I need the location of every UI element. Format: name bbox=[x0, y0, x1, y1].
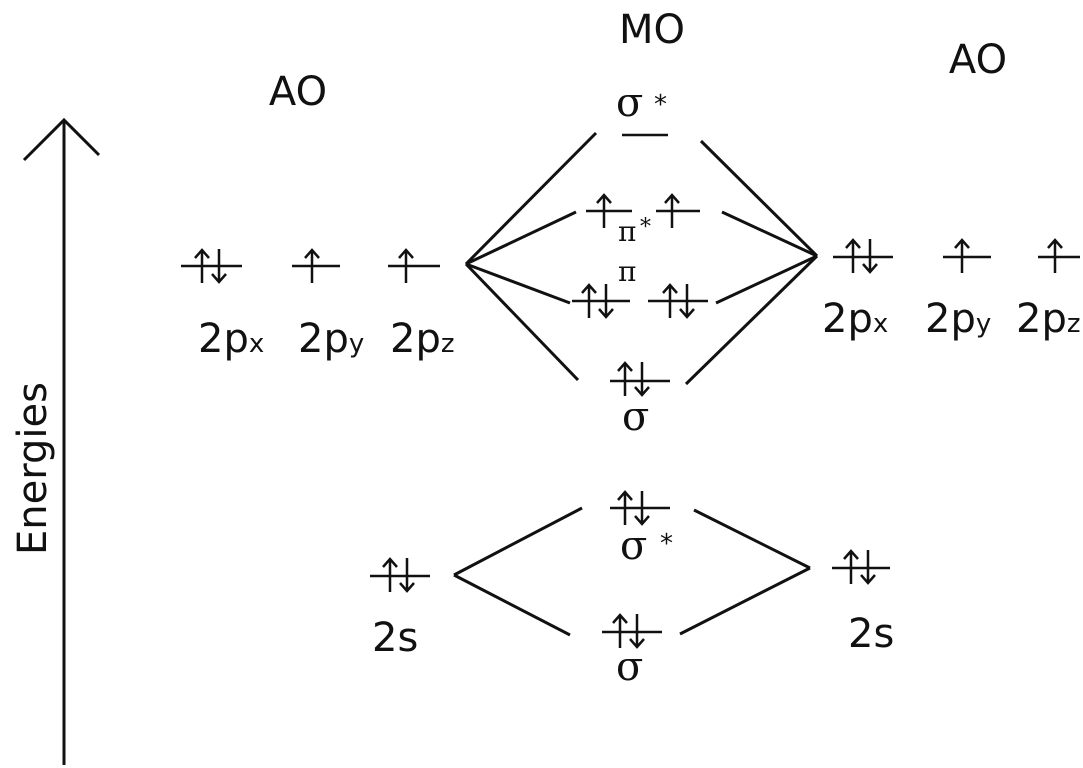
right-2pz-level bbox=[1038, 238, 1080, 273]
up-electron-icon bbox=[398, 248, 414, 283]
mo-sigma-2p: σ bbox=[610, 361, 670, 440]
left-2pz-level bbox=[388, 248, 440, 283]
sigma-star-2p-symbol: σ bbox=[616, 80, 643, 126]
line-left-to-sigma-star-2p bbox=[464, 131, 598, 266]
pi-2p-symbol: π bbox=[618, 255, 636, 288]
paired-electrons-icon bbox=[845, 238, 878, 274]
paired-electrons-icon bbox=[843, 549, 876, 585]
right-2py-label: 2py bbox=[925, 296, 991, 342]
paired-electrons-icon bbox=[662, 283, 695, 319]
sigma-2p-symbol: σ bbox=[622, 394, 649, 440]
left-2p-orbitals: 2px 2py 2pz bbox=[181, 248, 455, 362]
paired-electrons-icon bbox=[617, 490, 650, 526]
left-2px-level bbox=[181, 248, 242, 284]
mo-sigma-star-2s: σ * bbox=[610, 490, 673, 569]
left-2pz-label: 2pz bbox=[390, 316, 455, 362]
up-electron-icon bbox=[1047, 238, 1063, 273]
sigma-star-2p-star: * bbox=[654, 90, 667, 120]
mo-sigma-2s: σ bbox=[602, 613, 662, 690]
pi-star-2p-star: * bbox=[640, 215, 651, 240]
line-left-to-pi-star-2p bbox=[465, 210, 577, 266]
right-2px-level bbox=[833, 238, 893, 274]
mo-sigma-star-2p: σ * bbox=[616, 80, 668, 137]
mo-levels: σ * π * π bbox=[572, 80, 708, 690]
left-2s-orbital: 2s bbox=[370, 557, 430, 661]
line-left-to-sigma-star-2s bbox=[453, 506, 583, 577]
right-2px-label: 2px bbox=[822, 296, 888, 342]
paired-electrons-icon bbox=[617, 361, 650, 397]
right-2py-level bbox=[943, 238, 991, 273]
left-2px-label: 2px bbox=[198, 316, 264, 362]
sigma-star-2s-symbol: σ bbox=[620, 523, 647, 569]
paired-electrons-icon bbox=[382, 557, 415, 593]
correlation-lines bbox=[453, 131, 819, 637]
line-right-to-sigma-star-2p bbox=[699, 139, 819, 258]
mo-header: MO bbox=[619, 7, 685, 53]
right-2pz-label: 2pz bbox=[1016, 296, 1081, 342]
up-electron-icon bbox=[954, 238, 970, 273]
left-2py-label: 2py bbox=[298, 316, 364, 362]
up-electron-icon bbox=[664, 193, 680, 228]
sigma-star-2s-star: * bbox=[660, 529, 673, 559]
ao-right-header: AO bbox=[949, 37, 1007, 83]
paired-electrons-icon bbox=[581, 283, 614, 319]
ao-left-header: AO bbox=[269, 69, 327, 115]
sigma-2s-symbol: σ bbox=[616, 644, 643, 690]
line-left-to-sigma-2s bbox=[453, 573, 571, 637]
line-right-to-pi-2p bbox=[715, 254, 818, 305]
right-2s-orbital: 2s bbox=[832, 549, 894, 657]
line-left-to-sigma-2p bbox=[464, 262, 580, 382]
left-2py-level bbox=[292, 248, 340, 283]
energy-axis-label: Energies bbox=[10, 382, 56, 555]
line-right-to-sigma-2s bbox=[679, 566, 811, 636]
right-2s-label: 2s bbox=[848, 611, 894, 657]
mo-pi-2p: π bbox=[572, 255, 708, 319]
line-right-to-sigma-2p bbox=[684, 254, 819, 386]
line-left-to-pi-2p bbox=[465, 262, 571, 305]
up-electron-icon bbox=[596, 193, 612, 228]
pi-star-2p-symbol: π bbox=[618, 215, 636, 248]
paired-electrons-icon bbox=[194, 248, 227, 284]
paired-electrons-icon bbox=[612, 613, 645, 649]
energy-axis-arrowhead bbox=[22, 117, 101, 162]
mo-pi-star-2p: π * bbox=[586, 193, 700, 248]
up-electron-icon bbox=[304, 248, 320, 283]
line-right-to-sigma-star-2s bbox=[693, 508, 811, 570]
left-2s-label: 2s bbox=[372, 615, 418, 661]
line-right-to-pi-star-2p bbox=[721, 210, 818, 258]
right-2p-orbitals: 2px 2py 2pz bbox=[822, 238, 1081, 342]
energy-axis: Energies bbox=[10, 117, 101, 765]
